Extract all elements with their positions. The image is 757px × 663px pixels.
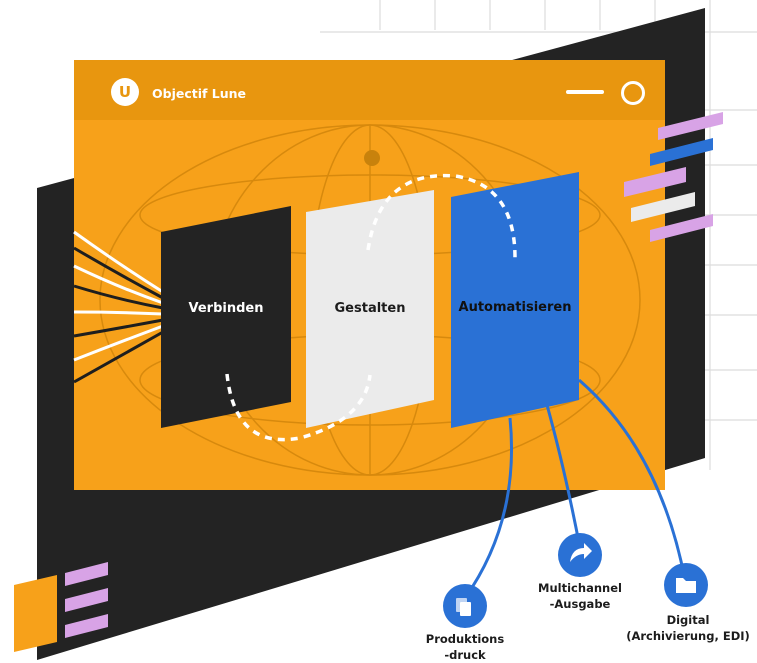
share-output-icon <box>558 533 602 577</box>
panel-design <box>306 190 434 428</box>
panel-automate-label: Automatisieren <box>458 300 572 315</box>
panel-connect <box>161 206 291 428</box>
print-output-label: Produktions -druck <box>415 631 515 663</box>
print-output-icon <box>443 584 487 628</box>
circle-button[interactable] <box>621 81 645 105</box>
digital-output-label-line2: (Archivierung, EDI) <box>626 629 750 643</box>
deco-blocks-left <box>14 562 108 652</box>
multichannel-output-label-line2: -Ausgabe <box>549 597 611 611</box>
digital-output-label: Digital (Archivierung, EDI) <box>622 612 754 644</box>
input-lines <box>73 230 164 384</box>
panel-design-label: Gestalten <box>334 301 406 316</box>
print-output-label-line2: -druck <box>444 648 486 662</box>
multichannel-output-label: Multichannel -Ausgabe <box>520 580 640 612</box>
folder-output-icon <box>664 563 708 607</box>
app-title: Objectif Lune <box>152 86 247 101</box>
app-logo: U <box>111 78 139 106</box>
panel-connect-label: Verbinden <box>188 301 264 316</box>
output-lines <box>463 378 687 599</box>
dashed-loop <box>225 173 517 442</box>
print-output-label-line1: Produktions <box>425 632 505 646</box>
globe-pin <box>364 150 380 166</box>
minimize-button[interactable] <box>566 90 604 94</box>
multichannel-output-label-line1: Multichannel <box>538 581 622 595</box>
panel-automate <box>451 172 579 428</box>
deco-bars-right <box>624 112 723 242</box>
digital-output-label-line1: Digital <box>666 613 710 627</box>
